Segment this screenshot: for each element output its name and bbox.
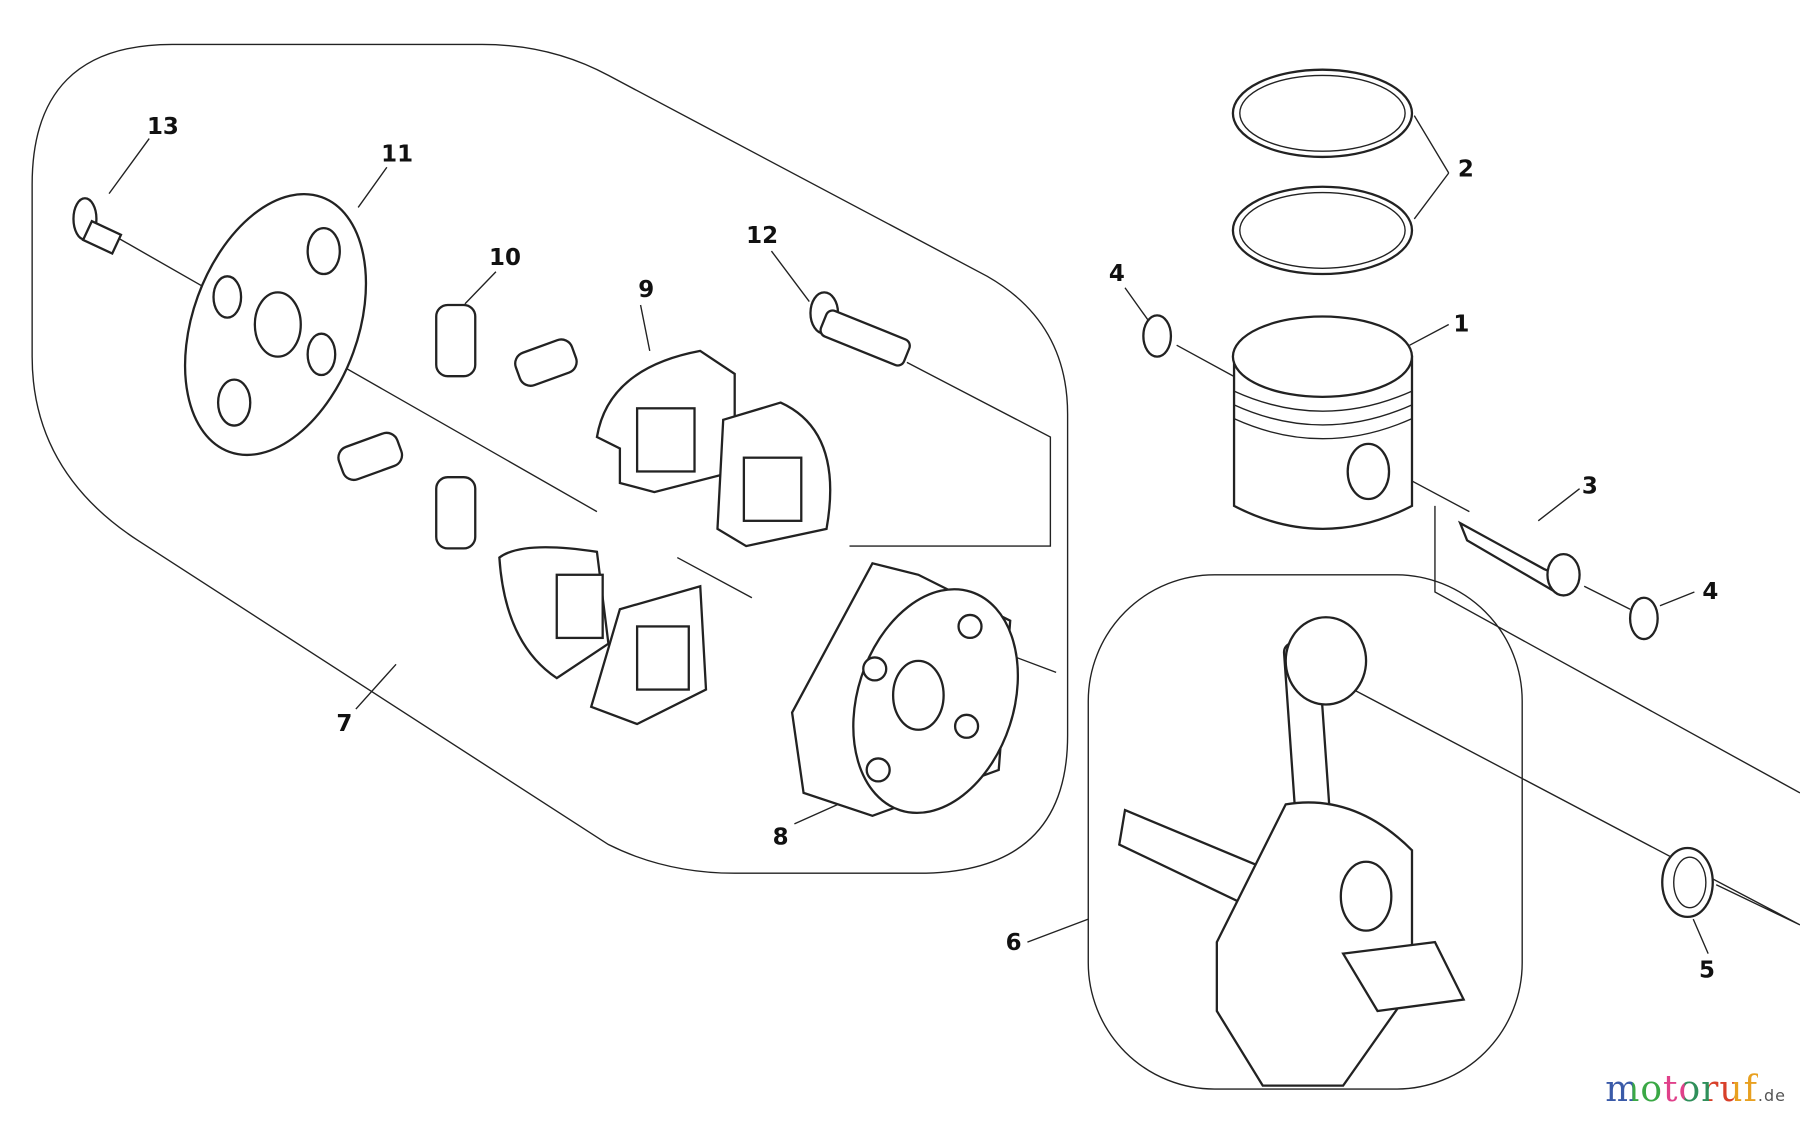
label-6: 6 <box>1006 930 1022 956</box>
bolt-12 <box>809 291 911 367</box>
label-3: 3 <box>1582 473 1598 499</box>
piston-pin-3 <box>1457 520 1581 597</box>
label-13: 13 <box>147 114 179 140</box>
label-7: 7 <box>336 711 352 737</box>
crankshaft-assembly-outline <box>1087 574 1523 1090</box>
watermark-name: motoruf <box>1605 1069 1758 1110</box>
label-4-upper: 4 <box>1109 261 1125 287</box>
clutch-assembly-outline <box>31 43 1069 874</box>
label-5: 5 <box>1699 958 1715 984</box>
clutch-plate-11 <box>183 192 368 457</box>
clutch-hub-8 <box>790 561 1020 818</box>
axis-lines <box>114 235 1800 926</box>
label-8: 8 <box>773 825 789 851</box>
label-10: 10 <box>489 245 521 271</box>
label-4-lower: 4 <box>1702 579 1718 605</box>
needle-bearing-5 <box>1661 846 1714 919</box>
label-11: 11 <box>381 142 413 168</box>
circlip-4-upper <box>1142 314 1173 358</box>
piston-1 <box>1231 315 1414 531</box>
callout-labels: 13 11 10 9 12 7 8 4 2 1 3 4 6 5 <box>147 114 1718 984</box>
watermark-suffix: .de <box>1757 1086 1786 1105</box>
screw-13 <box>72 197 123 256</box>
springs-10 <box>337 303 578 550</box>
leader-lines <box>108 115 1709 954</box>
circlip-4-lower <box>1628 596 1659 641</box>
label-1: 1 <box>1453 311 1469 337</box>
piston-rings-2 <box>1231 68 1414 276</box>
label-12: 12 <box>746 223 778 249</box>
crankshaft-6 <box>1117 616 1466 1087</box>
label-2: 2 <box>1458 156 1474 182</box>
watermark-logo: motoruf.de <box>1605 1069 1786 1110</box>
label-9: 9 <box>638 277 654 303</box>
clutch-shoes-9 <box>498 349 832 726</box>
